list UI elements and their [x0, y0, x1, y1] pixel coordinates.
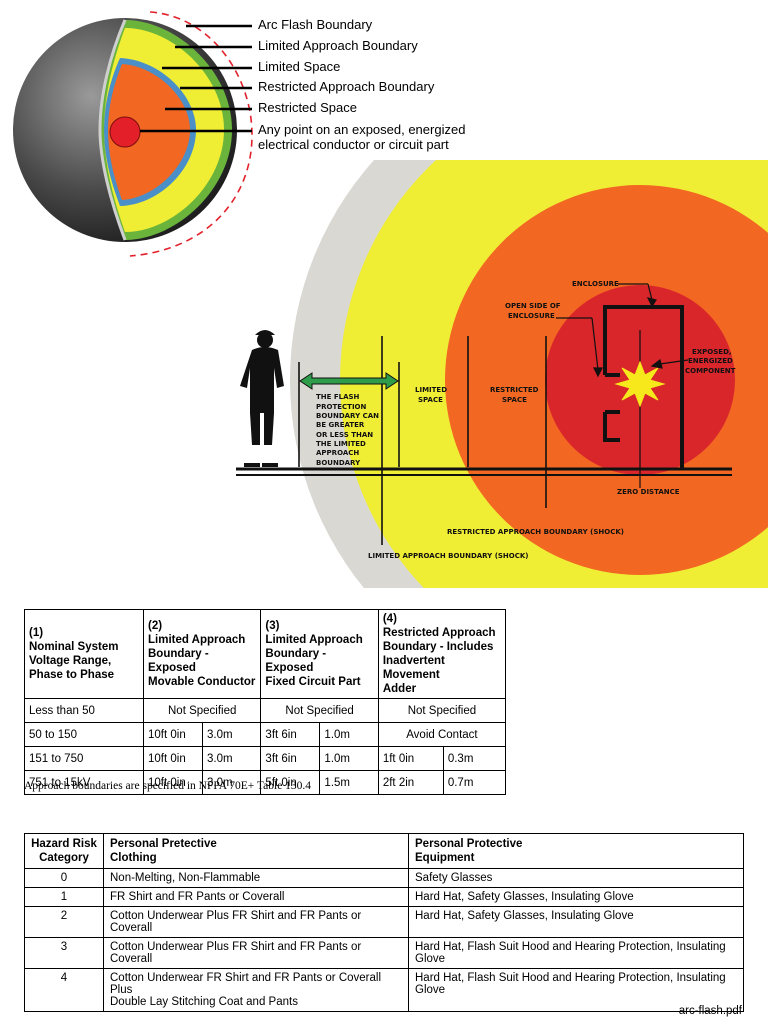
- table-row: 50 to 150 10ft 0in 3.0m 3ft 6in 1.0m Avo…: [24, 722, 507, 747]
- exposed-label-1: EXPOSED,: [692, 348, 732, 356]
- diagram-labels: ENCLOSURE OPEN SIDE OF ENCLOSURE EXPOSED…: [316, 280, 736, 560]
- arc-flash-dashed-line: [129, 11, 253, 257]
- enclosure-label: ENCLOSURE: [572, 280, 619, 288]
- concentric-boundary-diagram: [290, 160, 768, 588]
- table-row: Less than 50 Not Specified Not Specified…: [24, 698, 507, 723]
- limited-space-label-2: SPACE: [418, 396, 443, 404]
- table-row: 4 Cotton Underwear FR Shirt and FR Pants…: [24, 968, 744, 1012]
- restricted-boundary-label: RESTRICTED APPROACH BOUNDARY (SHOCK): [447, 528, 624, 536]
- boundary-lines: [298, 336, 547, 545]
- svg-text:THE LIMITED: THE LIMITED: [316, 440, 366, 448]
- exposed-label-2: ENERGIZED: [688, 357, 733, 365]
- svg-text:BOUNDARY: BOUNDARY: [316, 459, 361, 467]
- restricted-space-label-2: SPACE: [502, 396, 527, 404]
- legend-point-line2: electrical conductor or circuit part: [258, 137, 449, 152]
- footer-filename: arc-flash.pdf: [678, 1005, 742, 1017]
- legend-restricted-space: Restricted Space: [258, 100, 357, 115]
- table-row: 0 Non-Melting, Non-Flammable Safety Glas…: [24, 868, 744, 888]
- limited-boundary-label: LIMITED APPROACH BOUNDARY (SHOCK): [368, 552, 529, 560]
- svg-text:BE GREATER: BE GREATER: [316, 421, 365, 429]
- annotation-arrows: [556, 283, 689, 378]
- svg-text:OR LESS THAN: OR LESS THAN: [316, 431, 373, 439]
- legend-limited-space: Limited Space: [258, 59, 340, 74]
- limited-space-label-1: LIMITED: [415, 386, 447, 394]
- energized-point: [109, 116, 141, 148]
- table-row: 1 FR Shirt and FR Pants or Coverall Hard…: [24, 887, 744, 907]
- svg-text:BOUNDARY CAN: BOUNDARY CAN: [316, 412, 379, 420]
- legend-restricted-approach: Restricted Approach Boundary: [258, 79, 435, 94]
- legend-arc-flash: Arc Flash Boundary: [258, 17, 373, 32]
- table-row: 3 Cotton Underwear Plus FR Shirt and FR …: [24, 937, 744, 969]
- open-side-label-2: ENCLOSURE: [508, 312, 555, 320]
- energized-component-burst: [614, 360, 666, 408]
- sphere-diagram: [13, 11, 253, 257]
- exposed-label-3: COMPONENT: [685, 367, 736, 375]
- sphere-leader-lines: [140, 24, 252, 133]
- zero-distance-label: ZERO DISTANCE: [617, 488, 680, 496]
- flash-protection-arrow: [299, 372, 399, 390]
- svg-text:PROTECTION: PROTECTION: [316, 403, 366, 411]
- flash-protection-text: THE FLASH PROTECTION BOUNDARY CAN BE GRE…: [316, 393, 379, 467]
- legend-limited-approach: Limited Approach Boundary: [258, 38, 418, 53]
- restricted-space-label-1: RESTRICTED: [490, 386, 539, 394]
- sphere-legend: Arc Flash Boundary Limited Approach Boun…: [258, 17, 465, 152]
- legend-point-line1: Any point on an exposed, energized: [258, 122, 465, 137]
- approach-table-caption: Approach boundaries are specified in NFP…: [24, 780, 312, 792]
- svg-text:APPROACH: APPROACH: [316, 449, 359, 457]
- boundary-diagrams: Arc Flash Boundary Limited Approach Boun…: [13, 11, 768, 588]
- svg-text:THE FLASH: THE FLASH: [316, 393, 360, 401]
- table-row: 2 Cotton Underwear Plus FR Shirt and FR …: [24, 906, 744, 938]
- table-row: 751 to 15kV 10ft 0in 3.0m 5ft 0in 1.5m 2…: [24, 770, 507, 795]
- table-row: 151 to 750 10ft 0in 3.0m 3ft 6in 1.0m 1f…: [24, 746, 507, 771]
- worker-silhouette: [240, 330, 284, 467]
- open-side-label-1: OPEN SIDE OF: [505, 302, 561, 310]
- enclosure: [603, 305, 684, 488]
